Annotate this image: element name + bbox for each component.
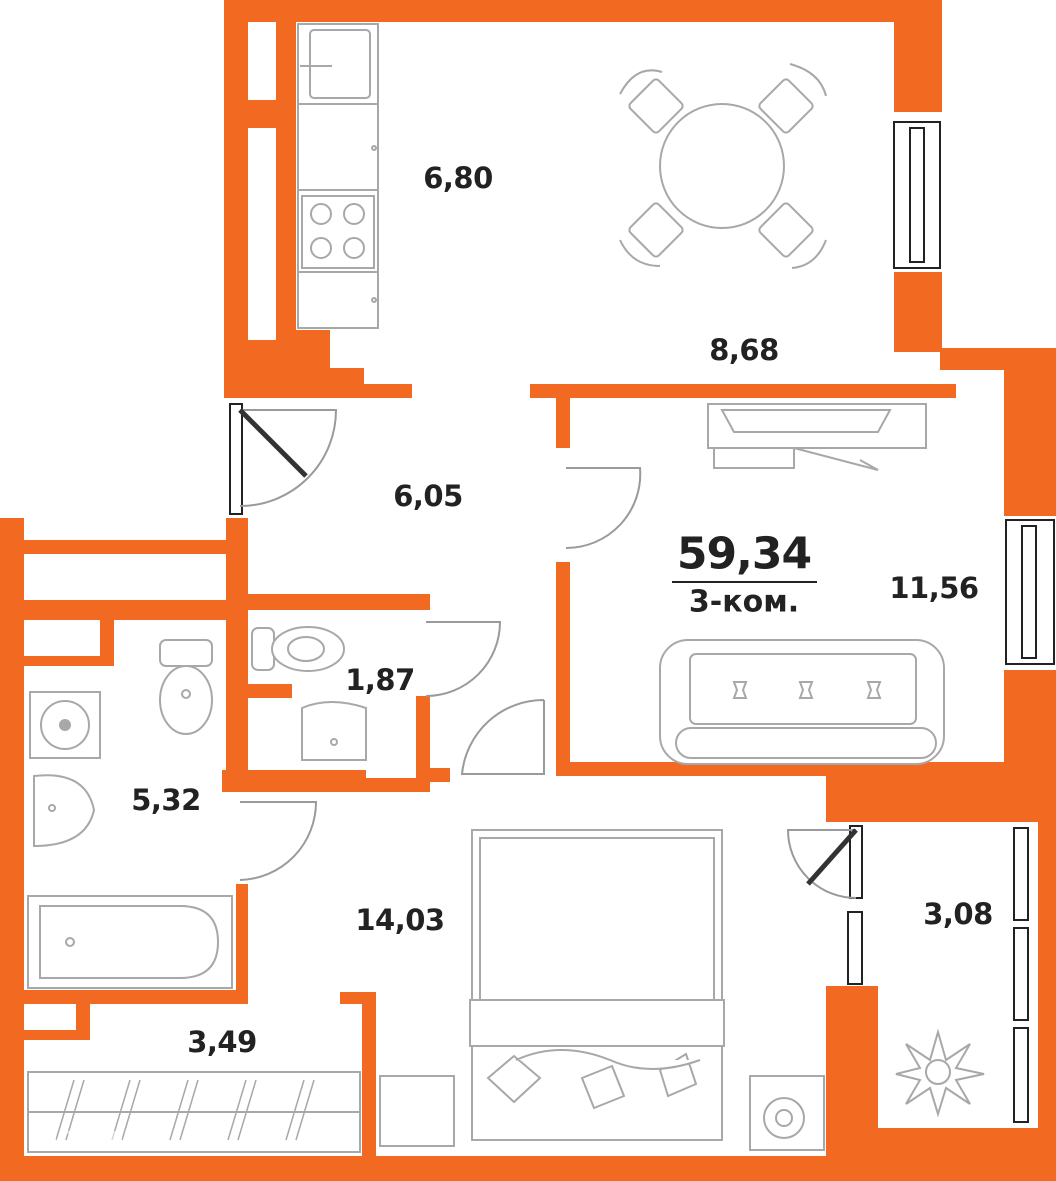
stove-icon — [301, 195, 375, 269]
tv-icon — [707, 403, 927, 471]
window-icon — [229, 403, 243, 515]
window-icon — [1005, 519, 1055, 665]
wardrobe-icon — [27, 1071, 361, 1153]
room-count-label: 3-ком. — [688, 584, 800, 620]
bathtub-icon — [27, 895, 233, 989]
bedroom-area-label: 14,03 — [355, 903, 445, 937]
toilet-icon — [251, 626, 345, 672]
living-area-label: 11,56 — [889, 571, 979, 605]
balcony-area-label: 3,08 — [923, 897, 993, 931]
bed-icon — [379, 829, 725, 1147]
toilet-area-label: 1,87 — [345, 663, 415, 697]
kitchen-area-label: 6,80 — [423, 161, 493, 195]
hall-area-label: 6,05 — [393, 479, 463, 513]
dining-area-label: 8,68 — [709, 333, 779, 367]
wardrobe-area-label: 3,49 — [187, 1025, 257, 1059]
toilet-icon — [159, 639, 213, 735]
chair-icon — [619, 63, 827, 269]
door-icon — [238, 408, 858, 899]
window-icon — [893, 121, 941, 269]
bathroom-area-label: 5,32 — [131, 783, 201, 817]
kitchen-counter — [297, 23, 379, 329]
dining-table-icon — [659, 103, 785, 229]
sink-icon — [301, 701, 367, 761]
washing-machine-icon — [749, 1075, 825, 1151]
total-divider — [672, 581, 817, 583]
watermark: Домклик — [40, 1124, 155, 1149]
window-icon — [847, 825, 1029, 1123]
washing-machine-icon — [29, 691, 101, 759]
sink-icon — [33, 774, 96, 848]
total-area-label: 59,34 — [676, 528, 812, 580]
plant-icon — [895, 1028, 985, 1118]
sofa-icon — [659, 639, 945, 765]
